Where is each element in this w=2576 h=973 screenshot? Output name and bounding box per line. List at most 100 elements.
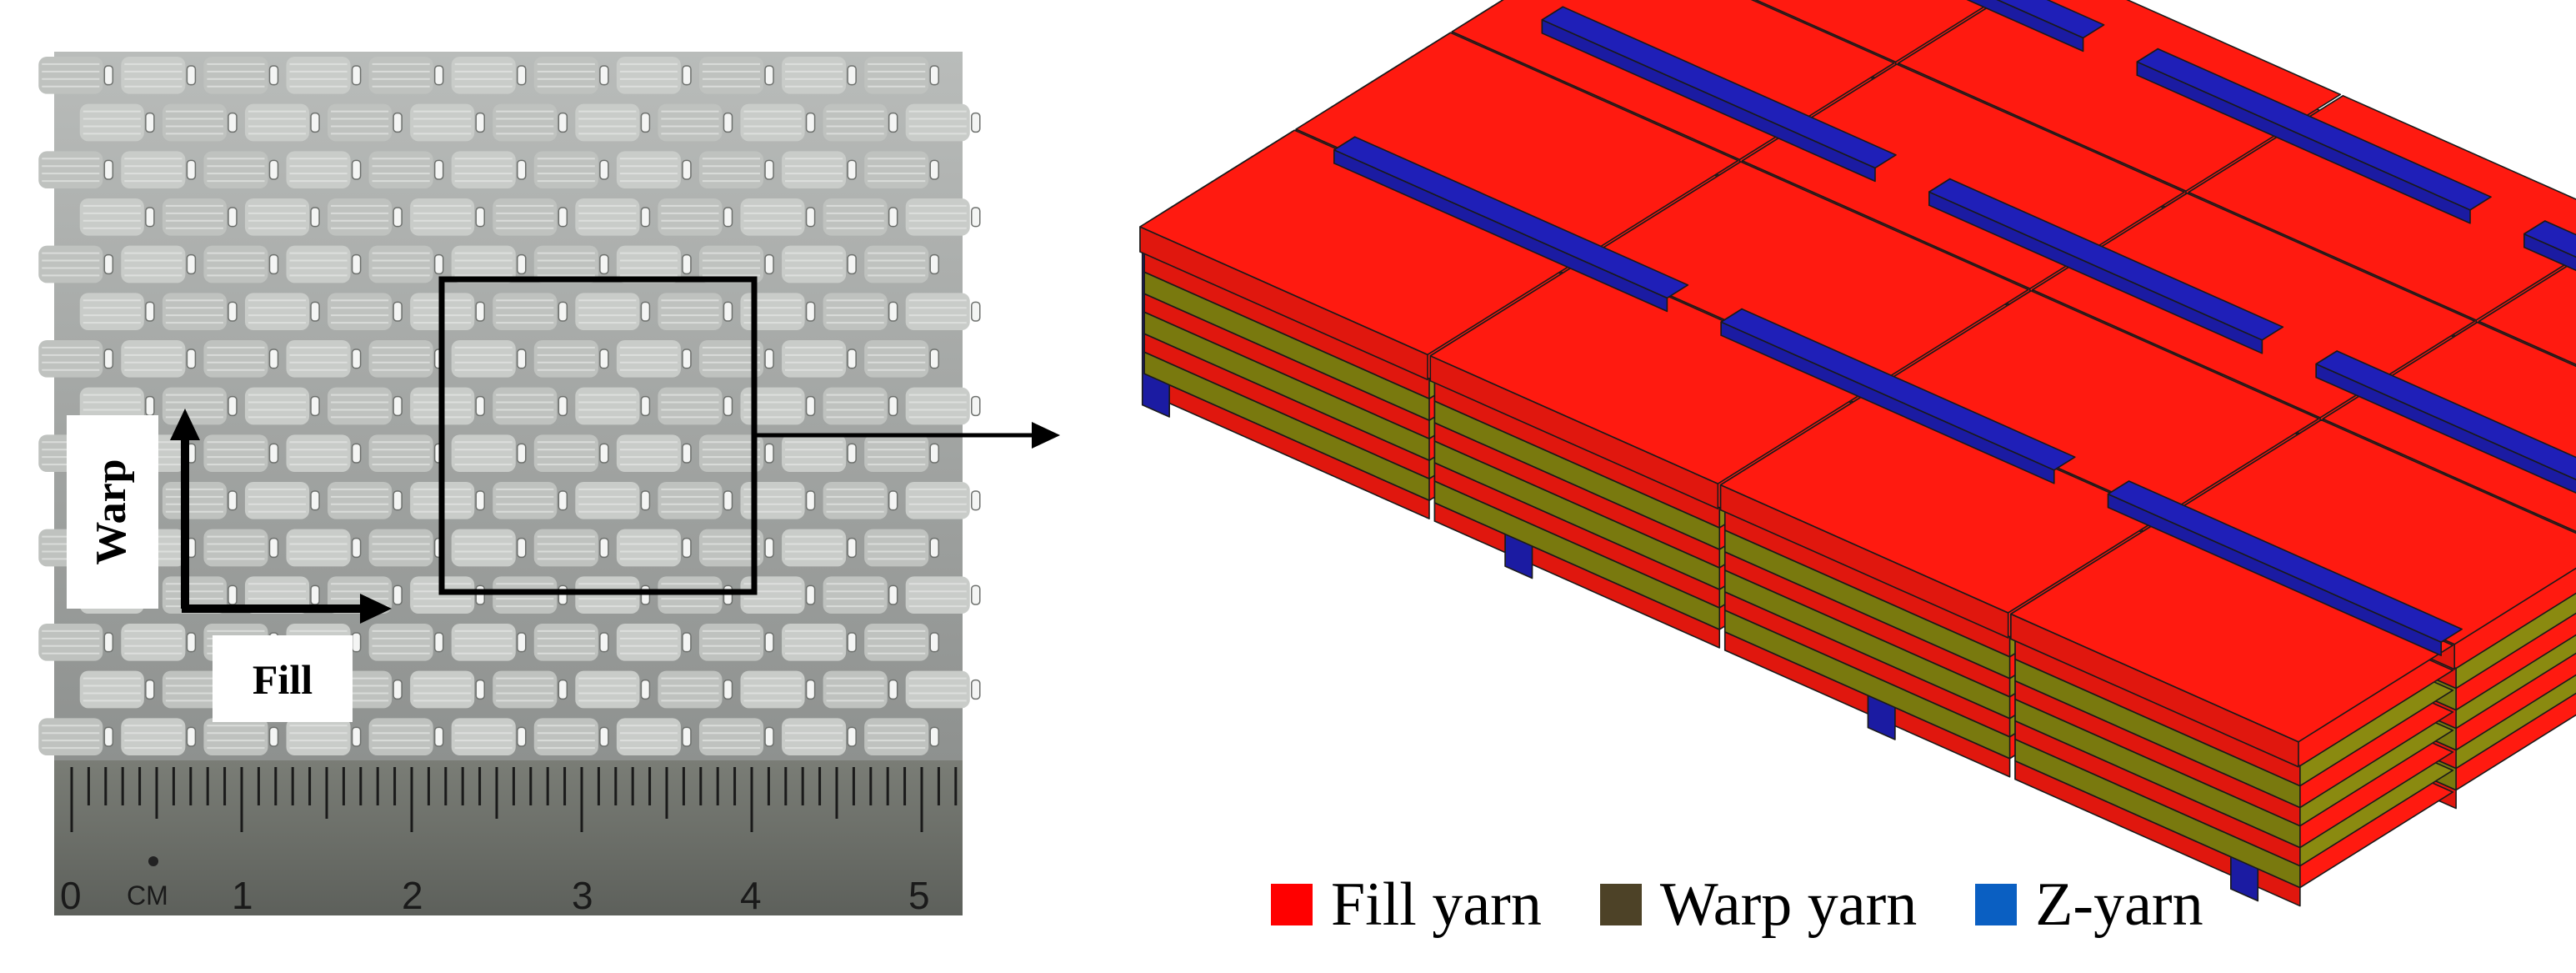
weave-tile — [203, 57, 279, 94]
weave-tile — [740, 670, 816, 709]
weave-tile — [864, 434, 939, 472]
weave-tile — [410, 293, 485, 330]
legend: Fill yarn Warp yarn Z-yarn — [1271, 867, 2262, 942]
weave-tile — [410, 103, 485, 142]
weave-tile — [38, 340, 114, 378]
weave-tile — [575, 198, 651, 236]
weave-tile — [823, 103, 898, 142]
weave-tile — [698, 434, 774, 472]
weave-tile — [368, 245, 444, 283]
weave-tile — [368, 340, 444, 378]
weave-tile — [286, 340, 362, 378]
z-yarn-crossover — [2107, 480, 2463, 657]
weave-tile — [79, 198, 155, 236]
weave-tile — [616, 718, 692, 755]
weave-tile — [328, 482, 403, 519]
warp-label: Warp — [88, 459, 135, 564]
weave-tile — [162, 103, 238, 142]
weave-tile — [451, 57, 527, 94]
weave-tile — [823, 576, 898, 614]
weave-tile — [864, 624, 939, 661]
weave-tile — [79, 293, 155, 330]
ruler-number-2: 2 — [402, 874, 423, 917]
weave-tile — [905, 198, 981, 236]
weave-tile — [905, 293, 981, 330]
weave-tile — [782, 718, 857, 755]
legend-label-z-yarn: Z-yarn — [2035, 870, 2203, 939]
weave-tile — [533, 529, 609, 567]
weave-tile — [244, 103, 320, 142]
weave-tile — [203, 434, 279, 472]
z-yarn-crossover — [1928, 178, 2284, 354]
ruler-number-0: 0 — [60, 874, 82, 917]
weave-tile — [286, 151, 362, 188]
weave-tile — [905, 387, 981, 425]
weave-tile — [368, 434, 444, 472]
weave-tile — [368, 624, 444, 661]
warp-yarn-swatch — [1599, 884, 1642, 925]
weave-tile — [328, 103, 403, 142]
weave-tile — [79, 103, 155, 142]
ruler-unit-label: CM — [127, 880, 168, 910]
weave-tile — [38, 624, 114, 661]
z-yarn-crossover — [2136, 48, 2492, 224]
weave-tile — [575, 103, 651, 142]
weave-tile — [533, 718, 609, 755]
weave-tile — [38, 151, 114, 188]
weave-tile — [864, 57, 939, 94]
weave-tile — [823, 387, 898, 425]
weave-tile — [410, 198, 485, 236]
weave-tile — [368, 151, 444, 188]
weave-tile — [864, 245, 939, 283]
weave-tile — [121, 624, 197, 661]
weave-tile — [368, 529, 444, 567]
weave-tile — [533, 624, 609, 661]
weave-tile — [286, 434, 362, 472]
weave-tile — [782, 434, 857, 472]
weave-tile — [451, 529, 527, 567]
weave-tile — [451, 718, 527, 755]
weave-tile — [905, 103, 981, 142]
weave-tile — [493, 387, 568, 425]
ruler: CM 0 1 2 3 4 5 — [54, 760, 963, 917]
weave-tile — [616, 434, 692, 472]
weave-tile — [864, 718, 939, 755]
weave-tile — [286, 718, 362, 755]
weave-tile — [162, 482, 238, 519]
weave-tile — [203, 718, 279, 755]
weave-tile — [782, 57, 857, 94]
weave-tile — [782, 151, 857, 188]
weave-tile — [616, 624, 692, 661]
legend-label-fill-yarn: Fill yarn — [1331, 870, 1542, 939]
weave-tile — [121, 57, 197, 94]
weave-tile — [451, 245, 527, 283]
legend-item-z-yarn: Z-yarn — [1975, 870, 2203, 940]
weave-tile — [410, 670, 485, 709]
weave-tile — [493, 198, 568, 236]
z-yarn-crossover — [1541, 6, 1897, 183]
weave-tile — [286, 529, 362, 567]
weave-tile — [575, 482, 651, 519]
legend-item-fill-yarn: Fill yarn — [1271, 870, 1542, 940]
weave-tile — [410, 482, 485, 519]
weave-tile — [38, 57, 114, 94]
legend-label-warp-yarn: Warp yarn — [1659, 870, 1918, 939]
weave-tile — [38, 718, 114, 755]
weave-tile — [698, 57, 774, 94]
weave-tile — [493, 576, 568, 614]
fabric-weave — [38, 57, 981, 755]
z-yarn-crossover — [2315, 350, 2576, 494]
weave-tile — [162, 198, 238, 236]
fill-direction-arrow — [182, 594, 392, 624]
weave-tile — [533, 57, 609, 94]
z-yarn-crossover — [1720, 308, 2076, 484]
weave-tile — [658, 670, 733, 709]
weave-tile — [782, 340, 857, 378]
weave-tile — [286, 57, 362, 94]
weave-tile — [328, 198, 403, 236]
weave-tile — [616, 57, 692, 94]
weave-tile — [740, 198, 816, 236]
weave-tile — [698, 529, 774, 567]
weave-tile — [368, 718, 444, 755]
